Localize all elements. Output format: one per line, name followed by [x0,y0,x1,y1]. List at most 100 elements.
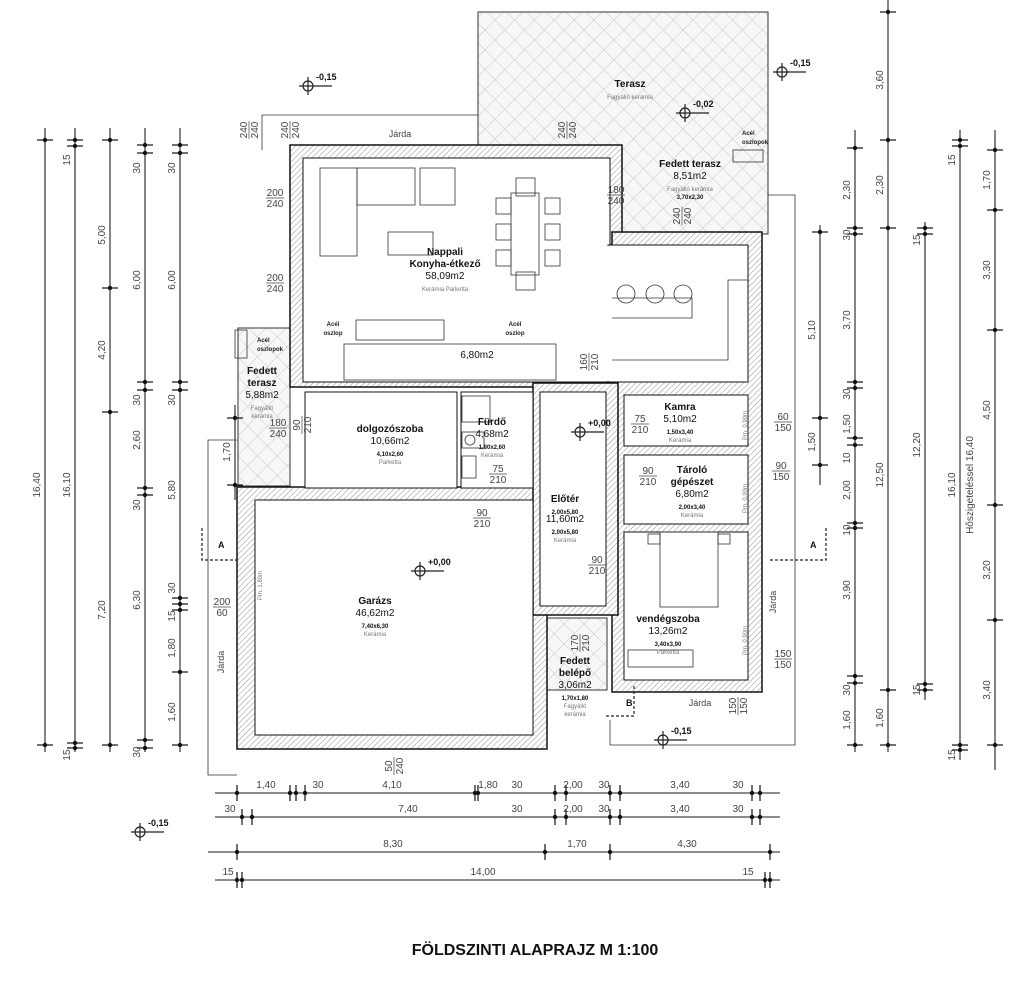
level-marker: -0,15 [299,72,337,95]
svg-text:150: 150 [775,649,792,660]
svg-text:210: 210 [581,634,592,651]
svg-text:210: 210 [590,353,601,370]
svg-text:60: 60 [777,412,789,423]
room-name: Előtér [551,494,579,505]
dimension-label: 30 [598,780,610,791]
steel-column-label: oszlop [324,331,343,337]
dimension-label: 3,30 [982,260,993,280]
room-name: belépő [559,668,591,679]
room-name: Nappali [427,247,463,258]
svg-text:180: 180 [270,418,287,429]
room-floor: Fagyálló [564,704,587,710]
svg-text:240: 240 [557,121,568,138]
dimension-label: 1,50 [807,432,818,452]
dimension-label: 4,10 [382,780,402,791]
dimension-label: 30 [842,229,853,241]
room-name: Fedett [560,656,591,667]
dimension-label: 30 [224,804,236,815]
section-marker: B [606,686,635,717]
dimension-chain: 1,70 [222,405,243,500]
level-value: -0,15 [316,72,337,82]
svg-text:180: 180 [608,185,625,196]
room-area: 13,26m2 [649,626,688,637]
dimension-label: 15 [742,867,754,878]
dimension-label: 3,20 [982,560,993,580]
room-area: 4,68m2 [475,429,509,440]
dimension-chain: 15 14,00 15 [215,867,780,888]
svg-text:200: 200 [214,597,231,608]
svg-text:240: 240 [568,121,579,138]
dimension-label: 2,00 [563,804,583,815]
covered-entrance [544,617,608,691]
dimension-label: 1,60 [875,708,886,728]
dimension-label: 10 [842,452,853,464]
svg-text:150: 150 [773,472,790,483]
dimension-label: 15 [222,867,234,878]
room-area: 10,66m2 [371,436,410,447]
dimension-label: 15 [947,749,958,761]
dimension-label: 1,80 [167,638,178,658]
dimension-label: 14,00 [470,867,495,878]
dimension-chain: 1,703,304,503,203,40 [982,130,1003,770]
walls [236,144,763,750]
dimension-label: 6,00 [167,270,178,290]
room-area: 5,88m2 [245,390,279,401]
dimension-label: 2,30 [875,175,886,195]
level-value: +0,00 [428,557,451,567]
section-label: A [810,540,817,550]
parapet-height-label: Pm. 0,90m [743,411,749,440]
dimension-label: 30 [732,804,744,815]
dimension-label: 30 [132,746,143,758]
dimension-label: 30 [511,804,523,815]
room-floor: Kerámia [481,453,504,459]
dimension-label: 5,80 [167,480,178,500]
svg-text:240: 240 [267,284,284,295]
room-floor: kerámia [564,712,586,718]
dimension-label: 1,60 [167,702,178,722]
svg-text:200: 200 [267,273,284,284]
dimension-lines: 16,401516,10155,004,207,20306,00302,6030… [32,0,1003,888]
steel-columns-label: Acél [742,131,755,137]
dimension-label: 30 [167,582,178,594]
svg-text:210: 210 [303,416,314,433]
section-marker: A [201,528,238,561]
dimension-label: 30 [842,388,853,400]
dimension-label: 30 [598,804,610,815]
dimension-label: 1,70 [222,442,233,462]
dimension-label: 15 [947,154,958,166]
dimension-label: 10 [842,524,853,536]
level-marker: +0,00 [571,418,611,441]
room-floor: Kerámia [681,513,704,519]
room-dims: 4,10x2,60 [377,452,404,458]
room-area: 6,80m2 [675,489,709,500]
room-name: Fedett [247,366,278,377]
dimension-label: 2,60 [132,430,143,450]
room-dims: 2,00x3,40 [679,505,706,511]
svg-text:150: 150 [728,697,739,714]
svg-text:75: 75 [492,464,504,475]
svg-text:210: 210 [490,475,507,486]
svg-text:240: 240 [270,429,287,440]
room-floor: kerámia [251,414,273,420]
dimension-label: 30 [511,780,523,791]
room-name: Konyha-étkező [409,259,480,270]
svg-text:240: 240 [291,121,302,138]
svg-text:240: 240 [239,121,250,138]
dimension-label: 15 [912,234,923,246]
dimension-label: 3,40 [670,780,690,791]
